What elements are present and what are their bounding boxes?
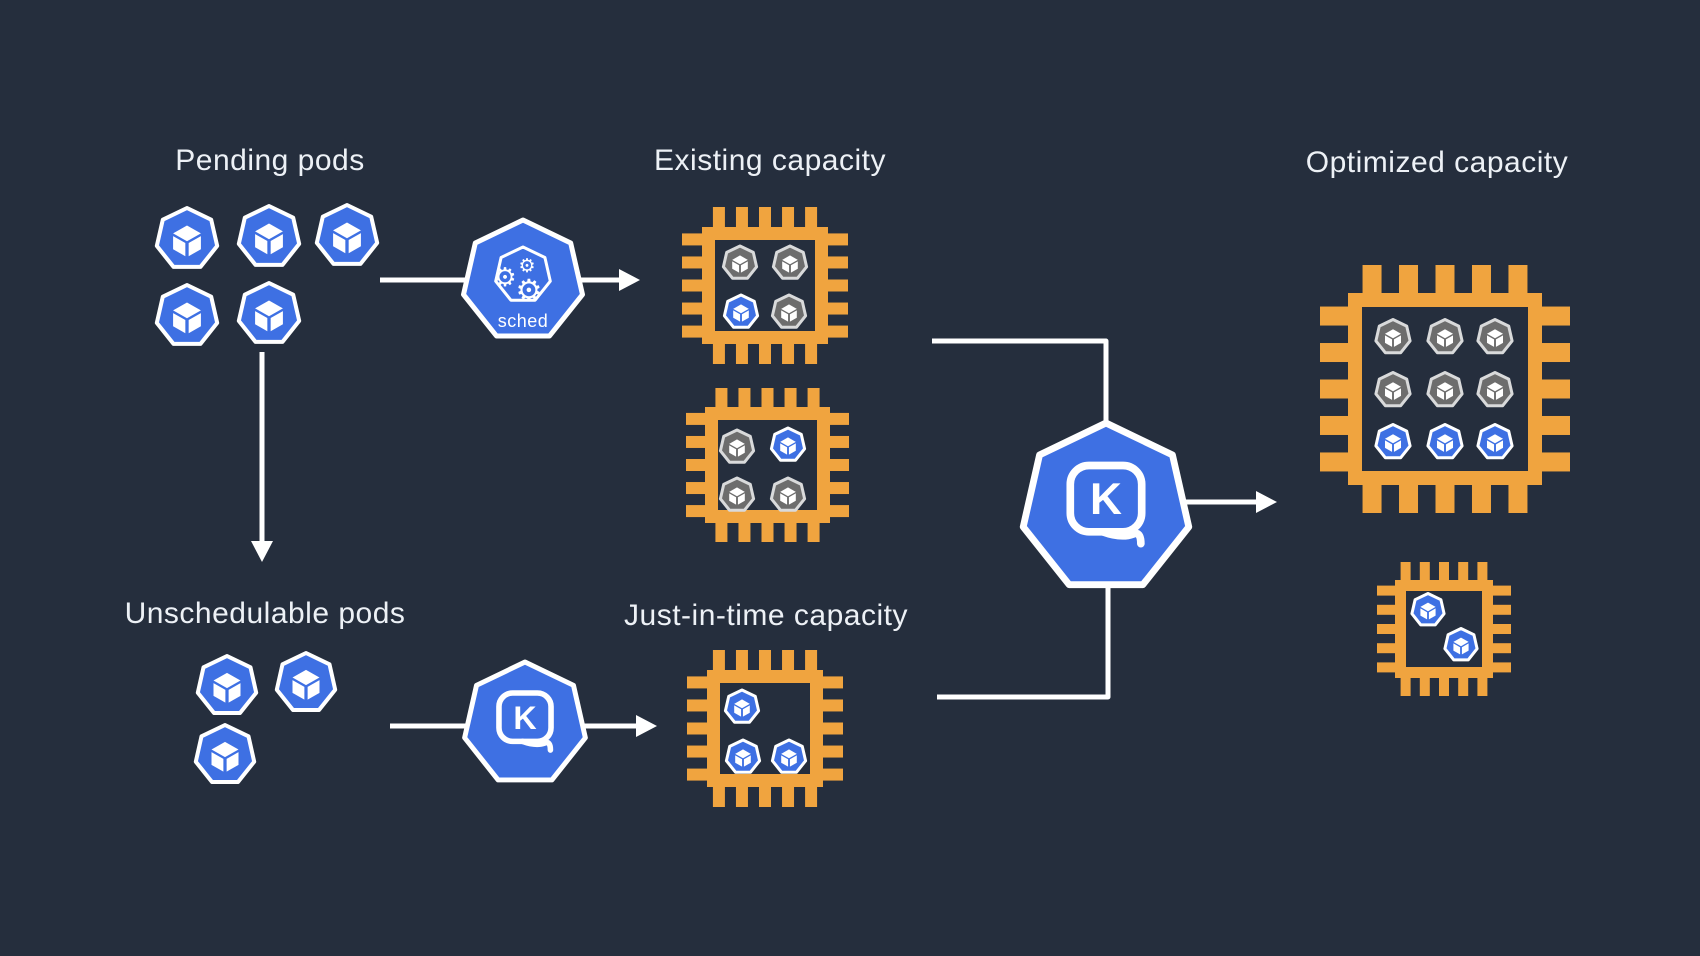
- karpenter-heptagon: [1019, 419, 1193, 589]
- gear-icon: ⚙: [518, 255, 535, 277]
- blue-pod-icon: [723, 688, 761, 724]
- existing-to-karpenter-line: [932, 338, 1109, 424]
- gray-pod-icon: [1374, 371, 1412, 408]
- kube-scheduler-icon: ⚙ ⚙ ⚙ sched: [461, 217, 585, 339]
- gear-icon: ⚙: [516, 274, 543, 309]
- pending-to-unschedulable-arrow: [251, 352, 273, 562]
- arrowhead: [619, 269, 640, 291]
- pending-pods-cluster: [154, 203, 380, 346]
- scheduler-heptagon: [461, 217, 585, 339]
- scheduler-label: sched: [498, 311, 549, 331]
- gray-pod-icon: [721, 244, 759, 280]
- jit-capacity-label: Just-in-time capacity: [624, 599, 908, 632]
- gray-pod-icon: [769, 476, 807, 512]
- optimized-node-chip-large: [1320, 265, 1570, 513]
- blue-pod-icon: [195, 654, 259, 715]
- karpenter-tape-tail: [1098, 527, 1145, 548]
- optimized-node-chip-small: [1377, 562, 1511, 696]
- existing-node-chip-1: [682, 207, 848, 364]
- blue-pod-icon: [1443, 627, 1479, 662]
- arrowhead: [636, 715, 657, 737]
- blue-pod-icon: [154, 206, 220, 269]
- gray-pod-icon: [770, 293, 808, 329]
- arrowhead: [251, 541, 273, 562]
- gear-icon: ⚙: [493, 263, 516, 293]
- blue-pod-icon: [314, 203, 380, 266]
- gray-pod-icon: [1426, 371, 1464, 408]
- blue-pod-icon: [1374, 423, 1412, 460]
- karpenter-letter: K: [513, 700, 536, 736]
- karpenter-to-optimized-arrow: [1185, 491, 1277, 513]
- unschedulable-pods-cluster: [193, 651, 338, 784]
- blue-pod-icon: [193, 723, 257, 784]
- gray-pod-icon: [1374, 318, 1412, 355]
- blue-pod-icon: [274, 651, 338, 712]
- blue-pod-icon: [769, 426, 807, 462]
- unschedulable-pods-label: Unschedulable pods: [124, 597, 406, 630]
- karpenter-heptagon: [462, 659, 588, 783]
- arrowhead: [1256, 491, 1277, 513]
- blue-pod-icon: [722, 293, 760, 329]
- existing-node-chip-2: [686, 388, 849, 542]
- blue-pod-icon: [1476, 423, 1514, 460]
- jit-node-chip: [687, 650, 843, 807]
- gray-pod-icon: [1476, 371, 1514, 408]
- gray-pod-icon: [1426, 318, 1464, 355]
- blue-pod-icon: [236, 281, 302, 344]
- gray-pod-icon: [1476, 318, 1514, 355]
- blue-pod-icon: [1426, 423, 1464, 460]
- blue-pod-icon: [154, 283, 220, 346]
- blue-pod-icon: [236, 204, 302, 267]
- blue-pod-icon: [1410, 592, 1446, 627]
- existing-capacity-label: Existing capacity: [654, 144, 886, 177]
- karpenter-letter: K: [1090, 475, 1122, 524]
- gray-pod-icon: [718, 428, 756, 464]
- optimized-capacity-label: Optimized capacity: [1305, 146, 1569, 179]
- karpenter-icon: K: [462, 659, 588, 783]
- karpenter-icon: K: [1019, 419, 1193, 589]
- blue-pod-icon: [770, 738, 808, 774]
- jit-to-karpenter-line: [937, 586, 1111, 700]
- gray-pod-icon: [718, 476, 756, 512]
- cpu-node-chips: [682, 207, 1570, 807]
- gray-pod-icon: [771, 244, 809, 280]
- karpenter-tape-tail: [519, 738, 554, 753]
- pending-pods-label: Pending pods: [175, 144, 365, 177]
- scheduler-inner-heptagon: [494, 245, 552, 302]
- pod-clusters: [154, 203, 380, 784]
- blue-pod-icon: [724, 738, 762, 774]
